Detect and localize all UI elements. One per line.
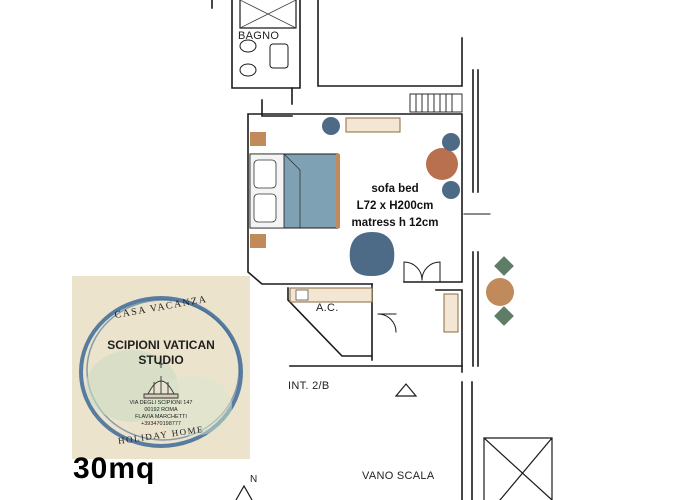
pouf-top [322,117,340,135]
logo-owner: FLAVIA MARCHETTI [135,414,187,420]
north-arrow [235,484,253,500]
logo-phone: +393470198777 [141,421,181,427]
chair-lower [442,181,460,199]
unit-label: INT. 2/B [288,380,330,392]
nightstand-top [250,132,266,146]
note-line-3: matress h 12cm [351,217,439,229]
bathroom-label: BAGNO [238,30,280,42]
entry-door [377,313,397,333]
compass-north: N [250,474,258,485]
nightstand-bottom [250,234,266,248]
area-label: 30mq [73,452,156,485]
balcony-chair-top [494,256,514,276]
logo-address-2: 00192 ROMA [144,407,178,413]
main-room-walls [247,113,463,285]
shower-cross [239,0,297,29]
tv-console [345,117,401,133]
stair-box [483,437,553,500]
bathroom-fixtures [239,39,289,77]
logo-ring-icon [79,296,243,448]
armchair [349,232,395,276]
logo-card: CASA VACANZA SCIPIONI VATICAN STUDIO VIA… [72,276,250,459]
kitchen-sink [295,289,309,301]
double-bed [249,153,340,229]
ac-label: A.C. [316,302,339,314]
wardrobe-rack [409,93,463,113]
sofa-bed-note: sofa bed L72 x H200cm matress h 12cm [336,181,454,232]
dome-icon [143,362,179,399]
stair-label: VANO SCALA [362,470,435,482]
balcony-chair-bottom [494,306,514,326]
landing-wall [289,365,473,500]
note-line-2: L72 x H200cm [356,200,434,212]
bathroom-walls [211,0,301,89]
entry-cabinet [443,293,459,333]
kitchen-counter [289,287,373,303]
exterior-wall [472,69,479,367]
balcony-table [486,278,514,306]
logo-name-1: SCIPIONI VATICAN [107,338,215,352]
corridor-left [261,87,293,117]
logo-name-2: STUDIO [138,353,184,367]
logo-address-1: VIA DEGLI SCIPIONI 147 [129,400,193,406]
round-table [426,148,458,180]
note-line-1: sofa bed [371,183,419,195]
entrance-mark [394,383,418,397]
upper-wall [317,0,463,87]
shower-box [239,0,297,29]
closet-doors [403,261,441,283]
chair-upper [442,133,460,151]
